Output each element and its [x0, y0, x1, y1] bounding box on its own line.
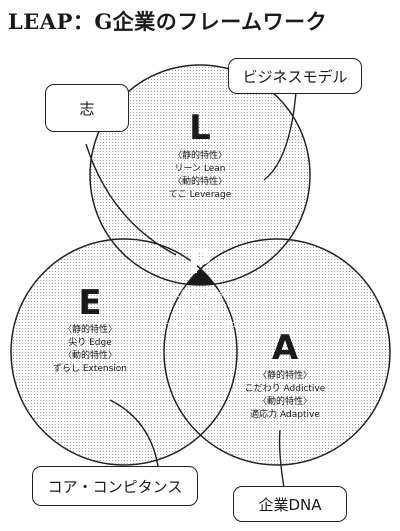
page-title: LEAP：G企業のフレームワーク: [8, 9, 328, 34]
callout-core-competence: コア・コンピタンス: [32, 466, 198, 506]
circle-e-static-header: 〈静的特性〉: [62, 325, 117, 335]
circle-a-dynamic-value: 適応力 Adaptive: [250, 410, 320, 420]
center-p-static-value: 大義 Purpose: [171, 290, 229, 300]
center-p-dynamic-header: 〈動的特性〉: [172, 307, 227, 317]
callout-corporate-dna: 企業DNA: [233, 486, 347, 522]
circle-e-text: 〈静的特性〉 尖り Edge 〈動的特性〉 ずらし Extension: [40, 324, 140, 376]
circle-l-dynamic-value: てこ Leverage: [168, 190, 232, 200]
circle-l-static-value: リーン Lean: [174, 164, 226, 174]
circle-a: [164, 239, 390, 465]
connector-core-competence: [109, 399, 159, 467]
circle-a-letter: A: [271, 328, 299, 368]
circle-l-dynamic-header: 〈動的特性〉: [172, 177, 227, 187]
circle-e-letter: E: [78, 283, 102, 323]
center-p-letter: P: [187, 242, 213, 282]
circle-a-static-value: こだわり Addictive: [244, 384, 326, 394]
circle-e-static-value: 尖り Edge: [68, 338, 112, 348]
connector-business-model: [263, 91, 297, 181]
circle-a-dynamic-header: 〈動的特性〉: [257, 397, 312, 407]
callout-business-model: ビジネスモデル: [228, 58, 362, 94]
circle-l-static-header: 〈静的特性〉: [172, 151, 227, 161]
circle-e-dynamic-header: 〈動的特性〉: [62, 351, 117, 361]
circle-l-text: 〈静的特性〉 リーン Lean 〈動的特性〉 てこ Leverage: [150, 150, 250, 202]
circle-l: [90, 65, 310, 285]
connector-corporate-dna: [278, 429, 285, 489]
connector-aspiration: [85, 143, 177, 256]
circle-e-dynamic-value: ずらし Extension: [52, 364, 128, 374]
circle-l-letter: L: [189, 108, 211, 148]
circle-a-static-header: 〈静的特性〉: [257, 371, 312, 381]
circle-a-text: 〈静的特性〉 こだわり Addictive 〈動的特性〉 適応力 Adaptiv…: [225, 370, 345, 422]
center-p-dynamic-value: 一歩踏み出す Pivot: [160, 320, 240, 330]
callout-aspiration: 志: [45, 84, 129, 132]
center-p-text: 大義 Purpose 〈動的特性〉 一歩踏み出す Pivot: [140, 289, 260, 332]
